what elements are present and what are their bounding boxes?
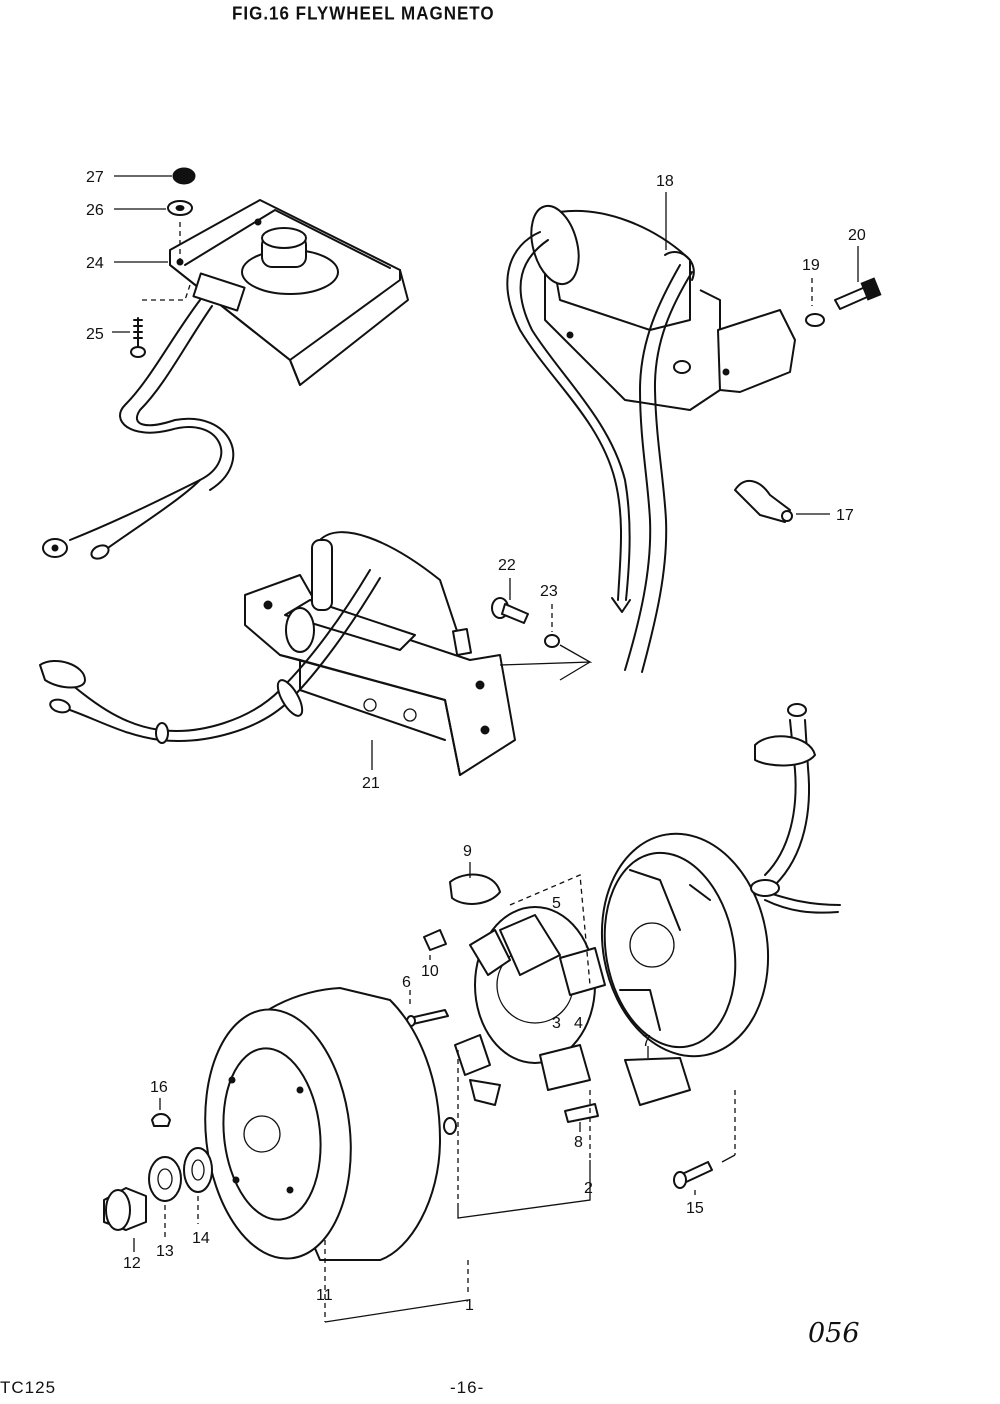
callout-17: 17 <box>836 507 854 524</box>
callout-18: 18 <box>656 173 674 190</box>
callout-13: 13 <box>156 1243 174 1260</box>
plate-number: 056 <box>808 1318 860 1349</box>
source-coil-drawing <box>39 531 593 776</box>
part-callouts: 1 2 3 4 5 6 7 8 9 10 11 12 13 14 15 16 1… <box>86 169 866 1314</box>
figure-title: FIG.16 FLYWHEEL MAGNETO <box>232 3 495 24</box>
callout-6: 6 <box>402 974 411 991</box>
callout-9: 9 <box>463 843 472 860</box>
page-number: -16- <box>450 1378 485 1397</box>
ignition-coil-drawing <box>506 192 882 673</box>
callout-23: 23 <box>540 583 558 600</box>
callout-24: 24 <box>86 255 104 272</box>
callout-3: 3 <box>552 1015 561 1032</box>
callout-21: 21 <box>362 775 380 792</box>
model-code: TC125 <box>0 1378 57 1397</box>
callout-26: 26 <box>86 202 104 219</box>
callout-27: 27 <box>86 169 104 186</box>
flywheel-magneto-drawing <box>103 703 841 1323</box>
regulator-unit-drawing <box>42 167 409 560</box>
callout-4: 4 <box>574 1015 583 1032</box>
callout-5: 5 <box>552 895 561 912</box>
callout-1: 1 <box>465 1297 474 1314</box>
callout-19: 19 <box>802 257 820 274</box>
callout-16: 16 <box>150 1079 168 1096</box>
callout-15: 15 <box>686 1200 704 1217</box>
callout-7: 7 <box>642 1033 651 1050</box>
callout-8: 8 <box>574 1134 583 1151</box>
callout-22: 22 <box>498 557 516 574</box>
callout-10: 10 <box>421 963 439 980</box>
callout-2: 2 <box>584 1180 593 1197</box>
callout-14: 14 <box>192 1230 210 1247</box>
callout-11: 11 <box>316 1287 333 1304</box>
callout-20: 20 <box>848 227 866 244</box>
callout-25: 25 <box>86 326 104 343</box>
callout-12: 12 <box>123 1255 141 1272</box>
